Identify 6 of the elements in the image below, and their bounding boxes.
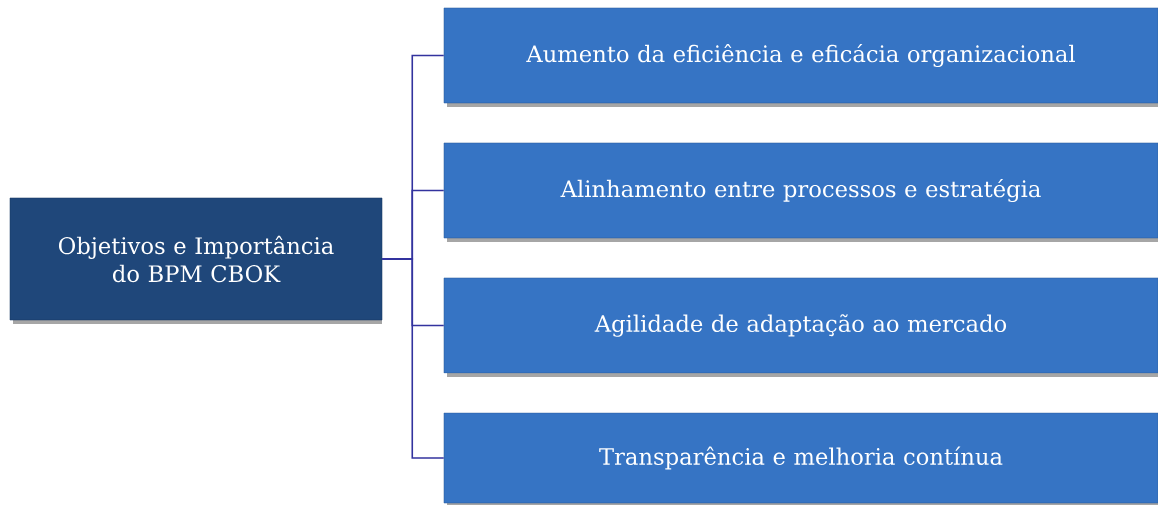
item-box: Agilidade de adaptação ao mercado — [443, 277, 1158, 377]
connector — [381, 258, 445, 459]
topic-box: Objetivos e Importância do BPM CBOK — [9, 197, 383, 324]
item-box: Alinhamento entre processos e estratégia — [443, 142, 1158, 242]
item-box: Aumento da eficiência e eficácia organizacional — [443, 7, 1158, 107]
item-box: Transparência e melhoria contínua — [443, 412, 1158, 505]
